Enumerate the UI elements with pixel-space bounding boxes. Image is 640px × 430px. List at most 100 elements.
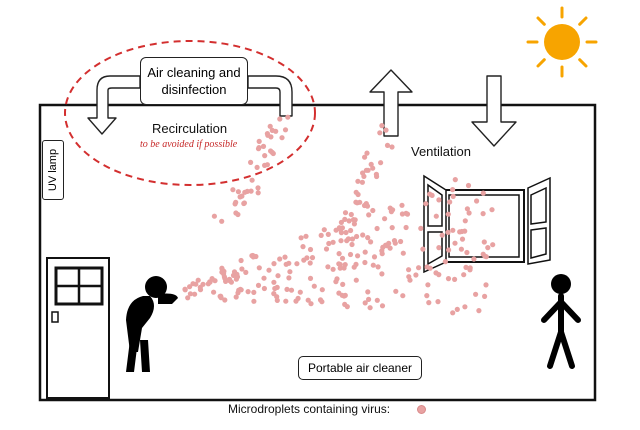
coughing-person-icon <box>126 276 178 372</box>
droplet <box>382 216 388 222</box>
droplet <box>400 293 406 299</box>
portable-air-cleaner-box: Portable air cleaner <box>298 356 422 380</box>
droplet <box>379 271 385 277</box>
droplet <box>462 304 468 310</box>
droplet <box>483 254 489 260</box>
droplet <box>346 218 352 224</box>
droplet <box>336 251 342 257</box>
droplet <box>353 277 359 283</box>
droplet <box>459 236 466 242</box>
droplet <box>489 207 495 213</box>
droplet <box>300 244 306 250</box>
droplet <box>348 211 354 218</box>
droplet <box>219 218 225 224</box>
droplet <box>384 142 391 148</box>
droplet <box>293 298 299 304</box>
droplet <box>337 265 343 271</box>
droplet <box>374 297 380 303</box>
droplet <box>464 249 470 256</box>
droplet <box>274 284 280 290</box>
droplet <box>211 213 217 219</box>
droplet <box>338 219 344 225</box>
droplet <box>309 255 316 261</box>
droplet <box>267 123 273 129</box>
droplet <box>450 193 456 199</box>
droplet <box>482 293 488 299</box>
droplet <box>350 217 357 223</box>
droplet <box>425 282 431 288</box>
droplet <box>241 200 247 206</box>
droplet <box>446 247 452 253</box>
droplet <box>392 240 398 246</box>
droplet <box>355 178 361 184</box>
air-cleaning-box: Air cleaning and disinfection <box>140 57 248 105</box>
droplet <box>354 233 360 240</box>
droplet <box>368 239 374 245</box>
droplet <box>277 116 283 122</box>
droplet <box>239 193 245 199</box>
droplet <box>283 298 289 304</box>
droplet <box>287 269 293 275</box>
droplet <box>379 123 385 129</box>
droplet <box>271 261 277 267</box>
droplet <box>318 232 324 238</box>
droplet <box>230 187 236 193</box>
droplet <box>465 182 472 189</box>
droplet <box>187 291 193 297</box>
droplet <box>275 273 281 279</box>
droplet <box>365 235 371 241</box>
droplet <box>480 211 486 217</box>
droplet <box>209 276 215 282</box>
droplet <box>362 154 368 160</box>
droplet <box>371 254 378 260</box>
droplet <box>339 255 346 261</box>
standing-person-icon <box>541 274 581 369</box>
droplet <box>393 288 399 294</box>
droplet <box>190 281 196 287</box>
droplet <box>436 197 442 203</box>
droplet <box>459 228 465 235</box>
droplet <box>219 269 225 275</box>
droplet <box>383 127 389 133</box>
droplet <box>426 300 432 306</box>
droplet <box>273 128 279 134</box>
droplet <box>271 291 277 297</box>
droplet <box>450 187 456 193</box>
droplet <box>424 264 430 270</box>
droplet <box>445 211 451 217</box>
droplet <box>192 291 198 297</box>
droplet <box>406 274 412 280</box>
droplet <box>452 276 458 282</box>
droplet <box>452 240 458 246</box>
droplet <box>319 287 325 293</box>
droplet <box>433 270 439 276</box>
droplet <box>480 190 486 196</box>
microdroplets-cloud <box>182 114 496 316</box>
droplet <box>211 289 217 295</box>
droplet <box>239 266 245 272</box>
droplet <box>420 246 426 252</box>
droplet <box>399 211 405 217</box>
droplet <box>359 179 365 185</box>
droplet <box>285 114 291 120</box>
droplet <box>450 310 456 316</box>
droplet <box>433 213 439 219</box>
droplet <box>242 189 248 195</box>
droplet <box>445 229 451 235</box>
droplet <box>286 275 292 281</box>
droplet <box>266 267 272 273</box>
droplet <box>282 254 288 260</box>
droplet <box>360 232 366 238</box>
droplet <box>217 293 223 299</box>
droplet <box>473 291 479 297</box>
droplet <box>367 305 373 311</box>
droplet <box>354 200 360 206</box>
droplet <box>344 238 350 244</box>
droplet <box>256 145 262 151</box>
droplet <box>464 206 470 212</box>
droplet <box>222 297 228 303</box>
droplet <box>336 261 342 267</box>
droplet <box>248 159 254 165</box>
droplet <box>439 232 445 238</box>
droplet <box>362 300 368 306</box>
